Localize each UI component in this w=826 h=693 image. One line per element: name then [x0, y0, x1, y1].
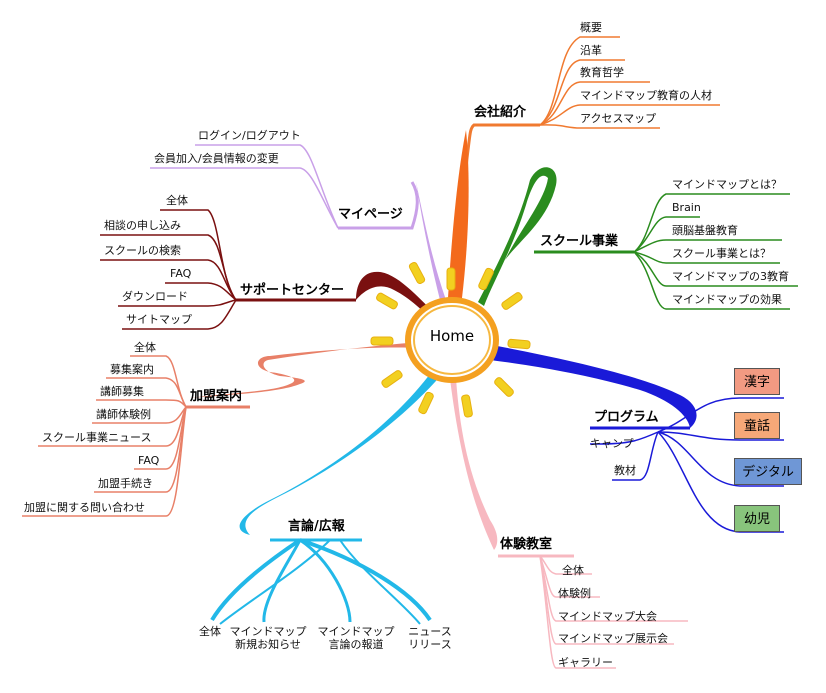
- trial-title[interactable]: 体験教室: [500, 537, 553, 552]
- company-item[interactable]: 概要: [580, 21, 602, 34]
- company-item[interactable]: アクセスマップ: [580, 112, 657, 125]
- program-badge-youji[interactable]: 幼児: [734, 505, 780, 532]
- press-item[interactable]: ニュース リリース: [402, 625, 458, 651]
- trial-item[interactable]: マインドマップ大会: [558, 610, 657, 623]
- press-item-line1: マインドマップ: [317, 625, 395, 638]
- program-item[interactable]: 教材: [614, 464, 636, 477]
- support-item[interactable]: サイトマップ: [126, 313, 192, 326]
- support-title[interactable]: サポートセンター: [240, 283, 345, 298]
- branch-mypage: [150, 144, 446, 300]
- program-badge-kanji[interactable]: 漢字: [734, 368, 780, 395]
- press-item[interactable]: マインドマップ 新規お知らせ: [226, 625, 310, 651]
- press-item-line2: 言論の報道: [328, 638, 384, 651]
- home-node[interactable]: Home: [429, 327, 475, 345]
- branch-school: [478, 167, 798, 310]
- franchise-item[interactable]: 募集案内: [110, 363, 154, 376]
- branch-company: [448, 36, 720, 301]
- school-title[interactable]: スクール事業: [540, 234, 619, 249]
- company-title[interactable]: 会社紹介: [474, 105, 527, 120]
- program-item[interactable]: キャンプ: [590, 437, 634, 450]
- branch-franchise: [22, 342, 420, 517]
- mypage-item[interactable]: ログイン/ログアウト: [198, 129, 301, 142]
- school-item[interactable]: 頭脳基盤教育: [672, 224, 738, 237]
- franchise-title[interactable]: 加盟案内: [190, 389, 243, 404]
- franchise-item[interactable]: 講師体験例: [96, 408, 151, 421]
- trial-item[interactable]: 全体: [562, 564, 584, 577]
- support-item[interactable]: 相談の申し込み: [104, 219, 181, 232]
- program-badge-digital[interactable]: デジタル: [734, 458, 802, 485]
- branch-program: [490, 345, 784, 533]
- franchise-item[interactable]: FAQ: [138, 454, 160, 467]
- trial-item[interactable]: マインドマップ展示会: [558, 632, 668, 645]
- company-item[interactable]: マインドマップ教育の人材: [580, 89, 712, 102]
- program-badge-douwa[interactable]: 童話: [734, 412, 780, 439]
- franchise-item[interactable]: 全体: [134, 341, 156, 354]
- franchise-item[interactable]: 講師募集: [100, 385, 144, 398]
- franchise-item[interactable]: スクール事業ニュース: [42, 431, 152, 444]
- company-item[interactable]: 沿革: [580, 44, 602, 57]
- support-item[interactable]: FAQ: [170, 267, 192, 280]
- press-item-line1: 全体: [199, 625, 221, 638]
- press-item-line1: マインドマップ: [229, 625, 307, 638]
- press-item[interactable]: マインドマップ 言論の報道: [314, 625, 398, 651]
- press-title[interactable]: 言論/広報: [288, 519, 345, 534]
- franchise-item[interactable]: 加盟に関する問い合わせ: [24, 501, 145, 514]
- press-item-line2: 新規お知らせ: [235, 638, 301, 651]
- school-item[interactable]: Brain: [672, 201, 701, 214]
- school-item[interactable]: スクール事業とは？: [672, 247, 771, 260]
- company-item[interactable]: 教育哲学: [580, 66, 624, 79]
- franchise-item[interactable]: 加盟手続き: [98, 477, 153, 490]
- school-item[interactable]: マインドマップの3教育: [672, 270, 789, 283]
- support-item[interactable]: ダウンロード: [122, 290, 188, 303]
- support-item[interactable]: 全体: [166, 194, 188, 207]
- school-item[interactable]: マインドマップの効果: [672, 293, 782, 306]
- press-item[interactable]: 全体: [190, 625, 230, 638]
- support-item[interactable]: スクールの検索: [104, 244, 181, 257]
- press-item-line2: リリース: [408, 638, 452, 651]
- branch-support: [100, 209, 440, 330]
- mypage-title[interactable]: マイページ: [338, 207, 403, 222]
- home-sun: [370, 261, 531, 418]
- press-item-line1: ニュース: [408, 625, 452, 638]
- mypage-item[interactable]: 会員加入/会員情報の変更: [154, 152, 279, 165]
- trial-item[interactable]: ギャラリー: [558, 656, 613, 669]
- program-title[interactable]: プログラム: [594, 410, 659, 425]
- branch-press: [210, 360, 452, 625]
- trial-item[interactable]: 体験例: [558, 587, 591, 600]
- school-item[interactable]: マインドマップとは？: [672, 178, 782, 191]
